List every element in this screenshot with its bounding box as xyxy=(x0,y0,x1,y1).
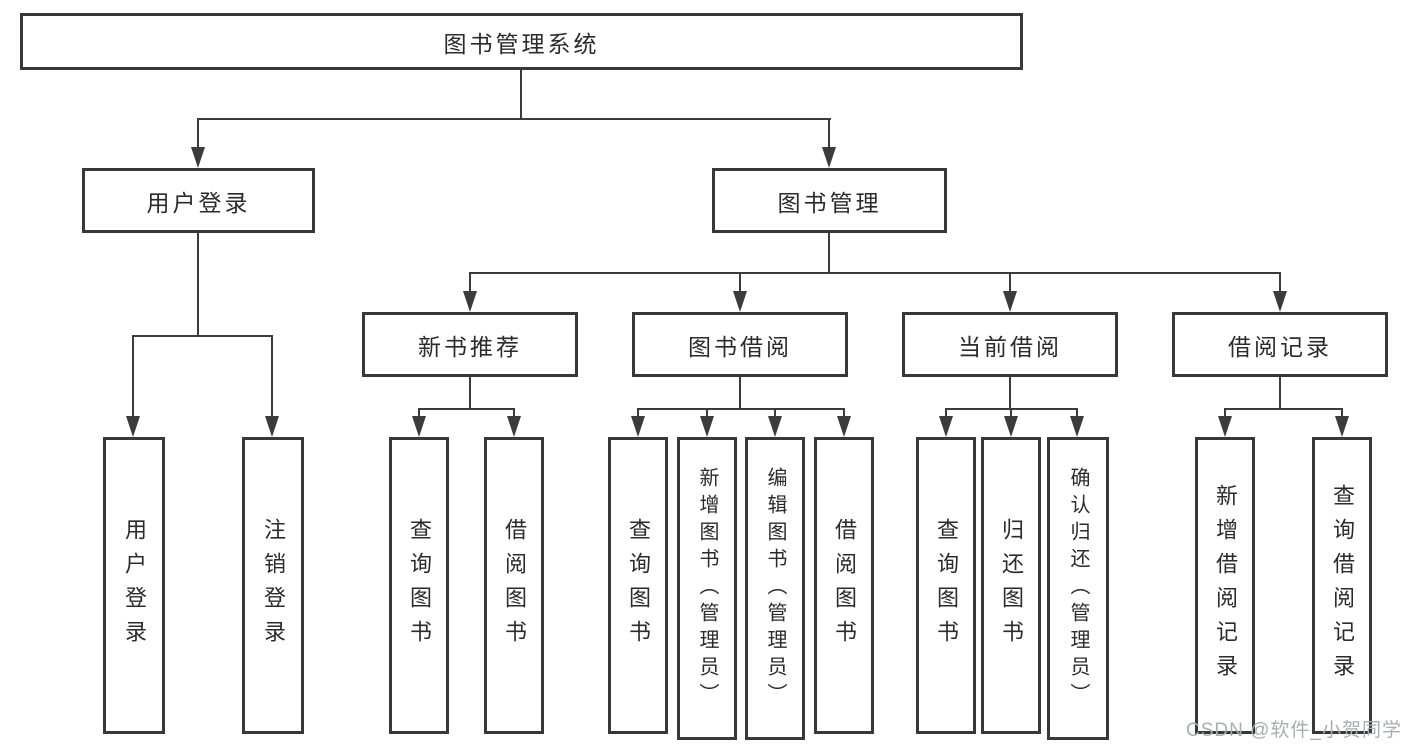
leaf-user-login: 用户登录 xyxy=(103,437,165,734)
leaf-bb-add-books-admin: 新增图书（管理员） xyxy=(677,437,737,740)
node-new-book-recommendation-label: 新书推荐 xyxy=(418,333,522,360)
connector-br-leaf1-drop xyxy=(1224,408,1226,418)
leaf-nbr-borrow-books: 借阅图书 xyxy=(484,437,544,734)
leaf-br-add-borrow-record: 新增借阅记录 xyxy=(1195,437,1255,734)
arrowhead-nbr-leaf1 xyxy=(412,416,426,437)
node-borrowing-records-label: 借阅记录 xyxy=(1228,333,1332,360)
connector-user-login-stub xyxy=(197,233,199,335)
node-borrowing-records: 借阅记录 xyxy=(1172,312,1388,377)
connector-user-login-drop xyxy=(197,118,199,150)
arrowhead-user-login xyxy=(191,147,205,168)
leaf-cb-return-books: 归还图书 xyxy=(981,437,1041,734)
arrowhead-bb-leaf3 xyxy=(768,416,782,437)
leaf-user-login-label: 用户登录 xyxy=(122,517,147,654)
arrowhead-br-leaf2 xyxy=(1335,416,1349,437)
leaf-br-query-borrow-record: 查询借阅记录 xyxy=(1312,437,1372,734)
leaf-logout-login: 注销登录 xyxy=(242,437,304,734)
arrowhead-bb-leaf4 xyxy=(837,416,851,437)
connector-bb-leaf2-drop xyxy=(706,408,708,418)
connector-nbr-branch xyxy=(418,408,515,410)
node-current-borrowing: 当前借阅 xyxy=(902,312,1118,377)
arrowhead-cb xyxy=(1003,291,1017,312)
node-user-login: 用户登录 xyxy=(82,168,315,233)
node-root: 图书管理系统 xyxy=(20,13,1023,70)
arrowhead-bb-leaf1 xyxy=(631,416,645,437)
leaf-bb-edit-books-admin: 编辑图书（管理员） xyxy=(745,437,805,740)
connector-bb-leaf4-drop xyxy=(843,408,845,418)
arrowhead-bb-leaf2 xyxy=(700,416,714,437)
arrowhead-leaf-login xyxy=(126,416,140,437)
connector-nbr-leaf2-drop xyxy=(513,408,515,418)
leaf-cb-query-books-label: 查询图书 xyxy=(934,517,959,654)
node-current-borrowing-label: 当前借阅 xyxy=(958,333,1062,360)
leaf-bb-add-books-admin-label: 新增图书（管理员） xyxy=(696,467,718,710)
connector-cb-leaf3-drop xyxy=(1076,408,1078,418)
connector-cb-stub xyxy=(1009,377,1011,410)
arrowhead-bb xyxy=(733,291,747,312)
arrowhead-br xyxy=(1273,291,1287,312)
connector-bb-drop xyxy=(739,272,741,293)
connector-bb-leaf3-drop xyxy=(774,408,776,418)
leaf-nbr-query-books-label: 查询图书 xyxy=(407,517,432,654)
connector-book-mgmt-drop xyxy=(828,118,830,150)
connector-level2-branch xyxy=(197,118,831,120)
connector-nbr-stub xyxy=(469,377,471,410)
leaf-cb-confirm-return-admin-label: 确认归还（管理员） xyxy=(1067,467,1089,710)
connector-cb-leaf1-drop xyxy=(945,408,947,418)
node-book-management: 图书管理 xyxy=(712,168,947,233)
node-book-management-label: 图书管理 xyxy=(777,189,882,216)
arrowhead-cb-leaf1 xyxy=(939,416,953,437)
connector-leaf-login-drop xyxy=(132,335,134,418)
leaf-logout-login-label: 注销登录 xyxy=(261,517,286,654)
arrowhead-cb-leaf2 xyxy=(1004,416,1018,437)
connector-br-branch xyxy=(1224,408,1343,410)
leaf-cb-return-books-label: 归还图书 xyxy=(999,517,1024,654)
arrowhead-nbr-leaf2 xyxy=(507,416,521,437)
arrowhead-br-leaf1 xyxy=(1218,416,1232,437)
leaf-br-add-borrow-record-label: 新增借阅记录 xyxy=(1213,483,1238,688)
leaf-nbr-query-books: 查询图书 xyxy=(389,437,449,734)
leaf-nbr-borrow-books-label: 借阅图书 xyxy=(502,517,527,654)
connector-leaf-logout-drop xyxy=(271,335,273,418)
arrowhead-cb-leaf3 xyxy=(1070,416,1084,437)
arrowhead-nbr xyxy=(463,291,477,312)
leaf-bb-borrow-books: 借阅图书 xyxy=(814,437,874,734)
leaf-bb-query-books: 查询图书 xyxy=(608,437,668,734)
connector-login-branch xyxy=(132,335,273,337)
leaf-br-query-borrow-record-label: 查询借阅记录 xyxy=(1330,483,1355,688)
connector-level3-branch xyxy=(469,272,1281,274)
connector-br-stub xyxy=(1279,377,1281,410)
connector-bb-branch xyxy=(637,408,845,410)
connector-bb-leaf1-drop xyxy=(637,408,639,418)
leaf-cb-query-books: 查询图书 xyxy=(916,437,976,734)
leaf-bb-query-books-label: 查询图书 xyxy=(626,517,651,654)
watermark-text: CSDN @软件_小贺同学 xyxy=(1186,720,1402,741)
node-root-label: 图书管理系统 xyxy=(443,30,600,57)
connector-br-leaf2-drop xyxy=(1341,408,1343,418)
node-book-borrowing: 图书借阅 xyxy=(632,312,848,377)
node-new-book-recommendation: 新书推荐 xyxy=(362,312,578,377)
connector-nbr-leaf1-drop xyxy=(418,408,420,418)
leaf-cb-confirm-return-admin: 确认归还（管理员） xyxy=(1047,437,1109,740)
connector-nbr-drop xyxy=(469,272,471,293)
connector-book-mgmt-stub xyxy=(828,233,830,274)
arrowhead-book-mgmt xyxy=(822,147,836,168)
node-book-borrowing-label: 图书借阅 xyxy=(688,333,792,360)
connector-cb-drop xyxy=(1009,272,1011,293)
node-user-login-label: 用户登录 xyxy=(146,189,251,216)
leaf-bb-edit-books-admin-label: 编辑图书（管理员） xyxy=(764,467,786,710)
connector-bb-stub xyxy=(739,377,741,410)
leaf-bb-borrow-books-label: 借阅图书 xyxy=(832,517,857,654)
connector-root-stub xyxy=(520,70,522,118)
connector-cb-leaf2-drop xyxy=(1010,408,1012,418)
connector-br-drop xyxy=(1279,272,1281,293)
arrowhead-leaf-logout xyxy=(265,416,279,437)
